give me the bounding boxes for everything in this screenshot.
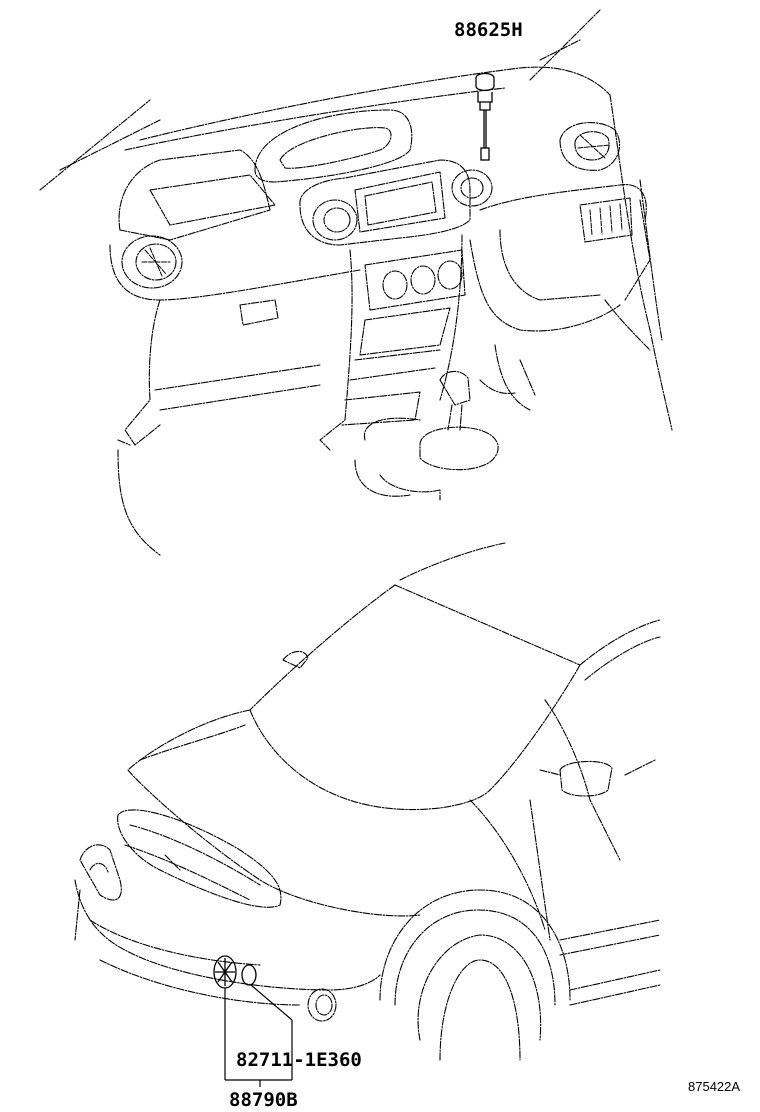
- label-82711-1E360: 82711-1E360: [236, 1049, 362, 1071]
- emblem-clip: [241, 964, 257, 986]
- vehicle-illustration: [74, 542, 661, 1061]
- antenna-part-88625H: [475, 72, 495, 161]
- leader-lines: [224, 984, 293, 1087]
- label-88625H: 88625H: [454, 19, 523, 41]
- figure-reference-number: 875422A: [688, 1079, 740, 1094]
- label-88790B: 88790B: [229, 1089, 298, 1111]
- dashboard-illustration: [39, 9, 673, 556]
- emblem-part: [213, 955, 237, 989]
